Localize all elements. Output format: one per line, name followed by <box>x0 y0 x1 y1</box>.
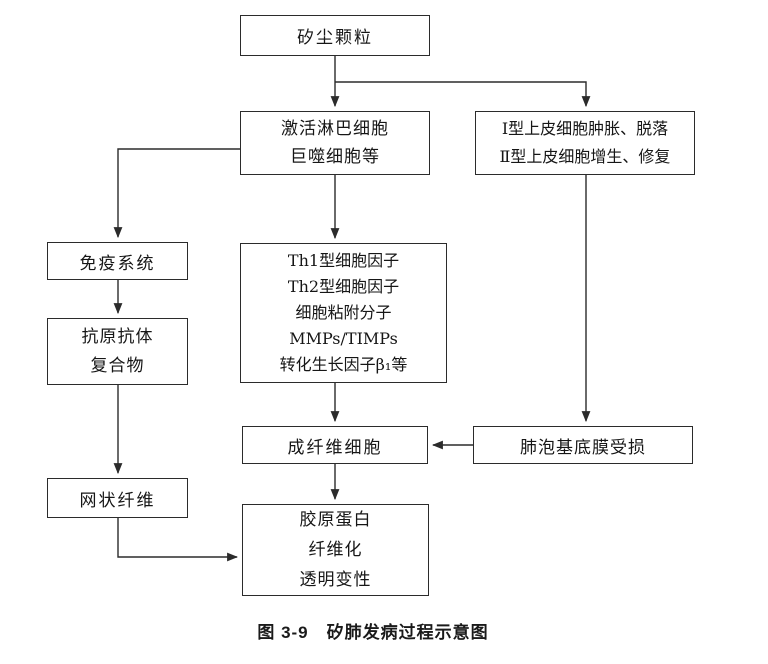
node-label: 激活淋巴细胞 <box>281 119 389 139</box>
node-mediators: Th1型细胞因子 Th2型细胞因子 细胞粘附分子 MMPs/TIMPs 转化生长… <box>240 243 447 383</box>
figure-caption: 图 3-9 矽肺发病过程示意图 <box>257 623 489 642</box>
node-label: 转化生长因子β₁等 <box>279 355 408 374</box>
node-epithelial-cells: Ⅰ型上皮细胞肿胀、脱落 Ⅱ型上皮细胞增生、修复 <box>475 111 695 175</box>
node-label: 透明变性 <box>299 570 372 590</box>
node-label: Th1型细胞因子 <box>287 251 400 270</box>
node-label: 抗原抗体 <box>81 326 154 347</box>
arrow-dust-to-epithelial <box>335 81 591 108</box>
node-silica-dust: 矽尘颗粒 <box>240 15 430 56</box>
node-label: 网状纤维 <box>79 490 156 511</box>
arrow-cells-to-immune <box>113 148 240 239</box>
arrow-reticular-to-collagen <box>117 518 239 562</box>
node-label: Ⅰ型上皮细胞肿胀、脱落 <box>501 119 669 138</box>
node-label: 成纤维细胞 <box>287 437 383 458</box>
node-antigen-antibody: 抗原抗体 复合物 <box>47 318 188 385</box>
node-activated-cells: 激活淋巴细胞 巨噬细胞等 <box>240 111 430 175</box>
node-label: MMPs/TIMPs <box>289 329 398 348</box>
node-label: 细胞粘附分子 <box>295 303 392 322</box>
node-label: 纤维化 <box>308 540 363 560</box>
node-label: 胶原蛋白 <box>299 510 372 530</box>
node-fibroblast: 成纤维细胞 <box>242 426 428 464</box>
node-label: 巨噬细胞等 <box>290 147 380 167</box>
node-label: 复合物 <box>90 355 145 376</box>
node-basement-membrane: 肺泡基底膜受损 <box>473 426 693 464</box>
node-label: Ⅱ型上皮细胞增生、修复 <box>499 147 671 166</box>
node-collagen: 胶原蛋白 纤维化 透明变性 <box>242 504 429 596</box>
node-label: Th2型细胞因子 <box>287 277 400 296</box>
node-immune-system: 免疫系统 <box>47 242 188 280</box>
node-label: 矽尘颗粒 <box>297 28 373 48</box>
node-reticular-fiber: 网状纤维 <box>47 478 188 518</box>
node-label: 肺泡基底膜受损 <box>520 437 646 458</box>
node-label: 免疫系统 <box>79 253 156 274</box>
